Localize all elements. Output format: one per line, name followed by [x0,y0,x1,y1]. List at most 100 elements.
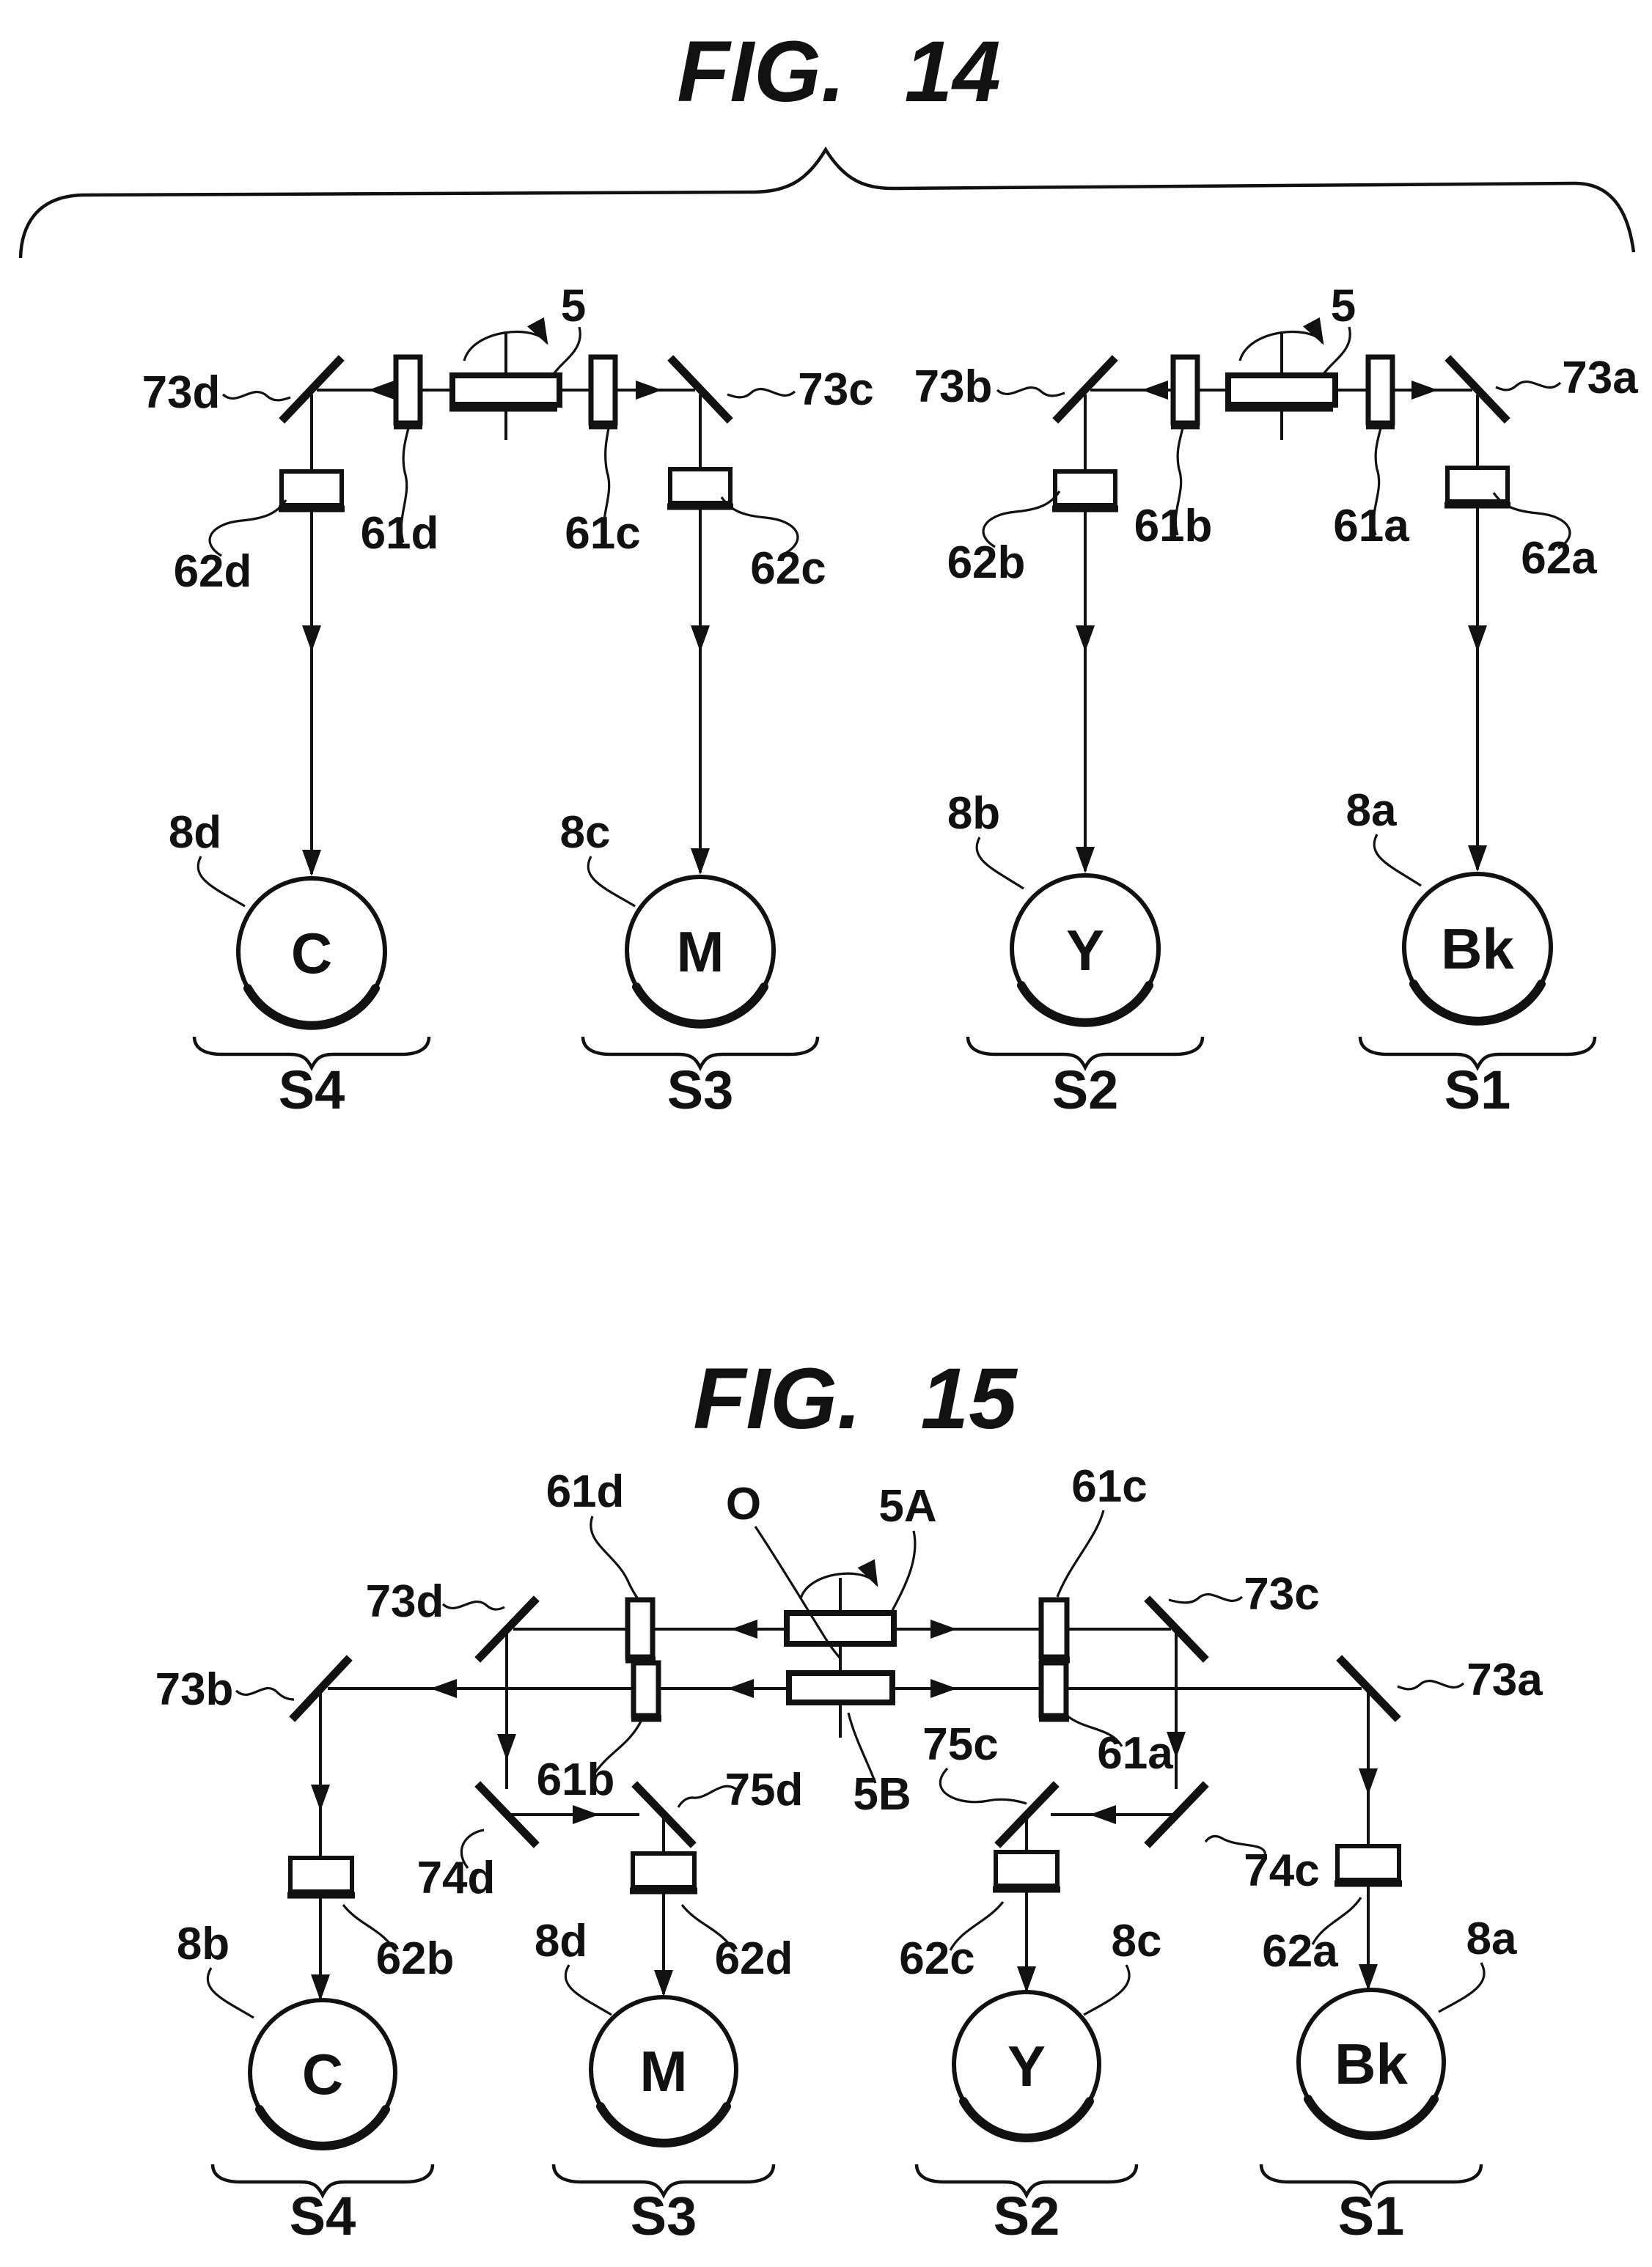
polygon-mirror-5 [449,372,562,408]
label-73a: 73a [1562,353,1638,403]
lens-62d [279,469,345,512]
label-s3: S3 [631,2186,697,2246]
label-73d: 73d [366,1576,444,1627]
drum-m-shade [596,2102,731,2147]
label-62c: 62c [899,1933,974,1984]
brace-s1 [1358,1036,1597,1072]
label-73d: 73d [142,367,221,418]
leader-62a [1311,1897,1362,1945]
lens-61c [1038,1597,1070,1664]
lens-62a [1335,1844,1402,1887]
label-73c: 73c [798,364,873,415]
label-73a: 73a [1466,1655,1543,1705]
lens-61b [1170,354,1200,430]
label-s4: S4 [279,1059,345,1120]
leader-8c [587,856,636,908]
drum-y-letter: Y [1007,2034,1046,2098]
mirror-73b [1052,355,1118,424]
lens-62a [1444,466,1510,509]
lens-62d [630,1851,697,1895]
label-61c: 61c [565,508,640,559]
label-8a: 8a [1346,785,1397,836]
label-5: 5 [1331,281,1356,331]
label-74d: 74d [417,1853,496,1903]
fig14-overall-brace [18,146,1636,259]
fig14-left-scanner-unit: 5 [142,281,874,876]
mirror-73c [667,355,733,424]
lens-61d [393,354,423,430]
leader-73c [727,388,796,399]
label-s2: S2 [1052,1059,1119,1120]
leader-8b [206,1967,254,2019]
label-8d: 8d [169,807,221,858]
label-62a: 62a [1521,533,1597,584]
label-61d: 61d [361,508,439,559]
leader-73c [1168,1593,1244,1604]
drum-m-letter: M [677,919,724,984]
drum-c-letter: C [291,921,332,985]
label-s1: S1 [1338,2186,1405,2246]
label-62b: 62b [947,537,1026,588]
leader-8d [564,1964,612,2016]
leader-5a [889,1530,917,1615]
leader-62c [720,496,799,554]
fig14-drums: C 8d S4 M 8c S3 Y 8b S2 Bk 8a S1 [169,785,1597,1120]
brace-s2 [966,1036,1205,1072]
brace-s2 [914,2164,1139,2200]
label-8a: 8a [1466,1914,1517,1964]
leader-73a [1397,1680,1465,1691]
leader-8a [1373,834,1422,887]
fig15: FIG. 15 O 5A 5B [155,1351,1543,2246]
label-5a: 5A [878,1481,936,1532]
rotation-arrow-icon [1238,317,1324,361]
label-8b: 8b [947,788,1000,839]
fig14-right-scanner-unit: 5 [914,281,1638,873]
leader-8d [197,856,246,908]
brace-s1 [1259,2164,1483,2200]
label-o: O [726,1479,761,1529]
label-s2: S2 [994,2186,1060,2246]
brace-s3 [581,1036,820,1072]
lens-61c [588,354,618,430]
brace-s4 [192,1036,431,1072]
lens-62b [287,1856,355,1899]
lens-61d [625,1597,656,1664]
leader-61c [1056,1510,1105,1598]
leader-61d [400,427,410,543]
lens-61a [1038,1660,1069,1722]
label-62d: 62d [174,546,252,597]
fig14: FIG. 14 5 [18,23,1638,1120]
label-s3: S3 [667,1059,734,1120]
leader-61d [590,1515,640,1601]
leader-73b [235,1687,295,1701]
drum-bk-shade [1304,2095,1439,2140]
drum-bk-letter: Bk [1335,2032,1408,2096]
mirror-74c [1144,1781,1209,1848]
drum-y-shade [1017,981,1153,1027]
drum-y-shade [959,2097,1094,2142]
label-73b: 73b [914,361,993,412]
label-8d: 8d [535,1916,587,1966]
drum-c-letter: C [302,2042,343,2106]
rotation-arrow-icon [463,317,548,361]
leader-8a [1438,1962,1486,2013]
leader-5b [847,1712,877,1784]
drum-c-shade [255,2105,390,2150]
label-61a: 61a [1333,501,1409,551]
rotation-arrow-icon [799,1559,878,1599]
label-61c: 61c [1071,1461,1147,1512]
leader-5 [1321,326,1351,377]
label-s4: S4 [290,2186,356,2246]
leader-62b [342,1904,397,1952]
label-8c: 8c [1112,1916,1162,1966]
mirror-73a [1444,355,1510,424]
fig15-drums: C 8b S4 M 8d S3 Y 8c S2 Bk 8a S1 [177,1914,1517,2246]
fig14-title: FIG. 14 [677,23,1000,120]
leader-62b [982,490,1061,548]
lens-61a [1365,354,1395,430]
label-73b: 73b [155,1664,234,1715]
lens-62c [993,1850,1060,1893]
leader-74c [1204,1834,1266,1863]
